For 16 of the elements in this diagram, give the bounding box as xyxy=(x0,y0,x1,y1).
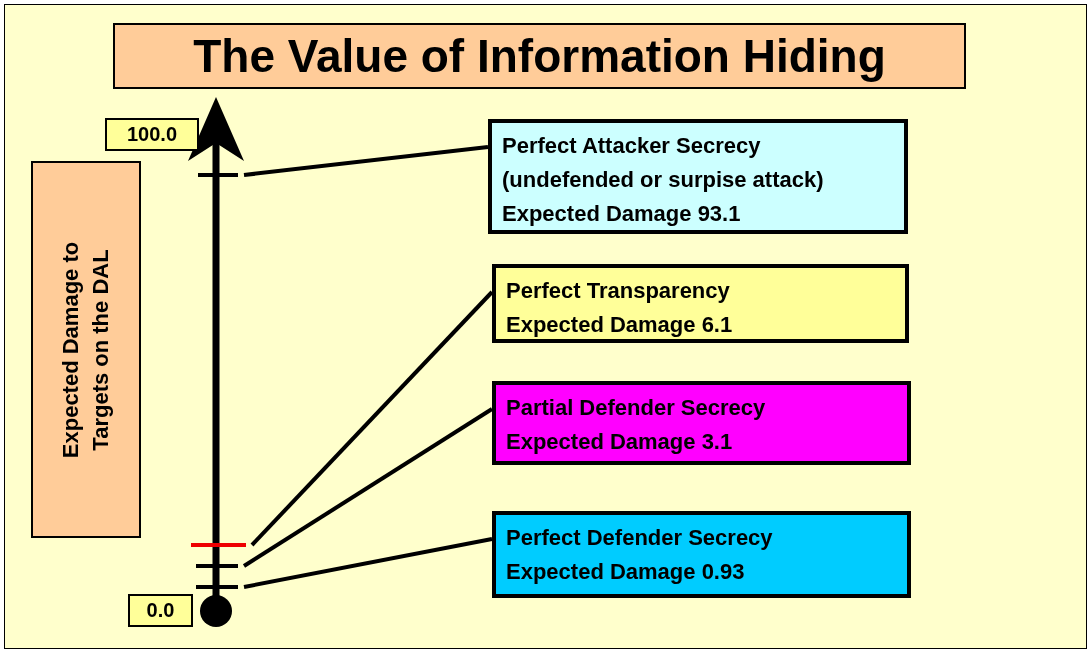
tick-mark xyxy=(198,173,238,177)
scenario-box: Perfect Transparency Expected Damage 6.1 xyxy=(492,264,909,343)
tick-mark xyxy=(196,585,238,589)
leader-line xyxy=(243,537,493,589)
leader-line xyxy=(243,145,489,177)
tick-mark xyxy=(191,543,246,547)
leader-line xyxy=(242,407,494,568)
scale-value-label: 0.0 xyxy=(128,594,193,627)
tick-mark xyxy=(196,564,238,568)
scenario-box: Perfect Defender Secrecy Expected Damage 0.93 xyxy=(492,511,911,598)
axis-title: Expected Damage to Targets on the DAL xyxy=(31,161,141,538)
leader-line xyxy=(250,290,494,547)
title: The Value of Information Hiding xyxy=(113,23,966,89)
scenario-box: Partial Defender Secrecy Expected Damage 3.1 xyxy=(492,381,911,465)
scale-value-label: 100.0 xyxy=(105,118,199,151)
scenario-box: Perfect Attacker Secrecy (undefended or surpise attack) Expected Damage 93.1 xyxy=(488,119,908,234)
